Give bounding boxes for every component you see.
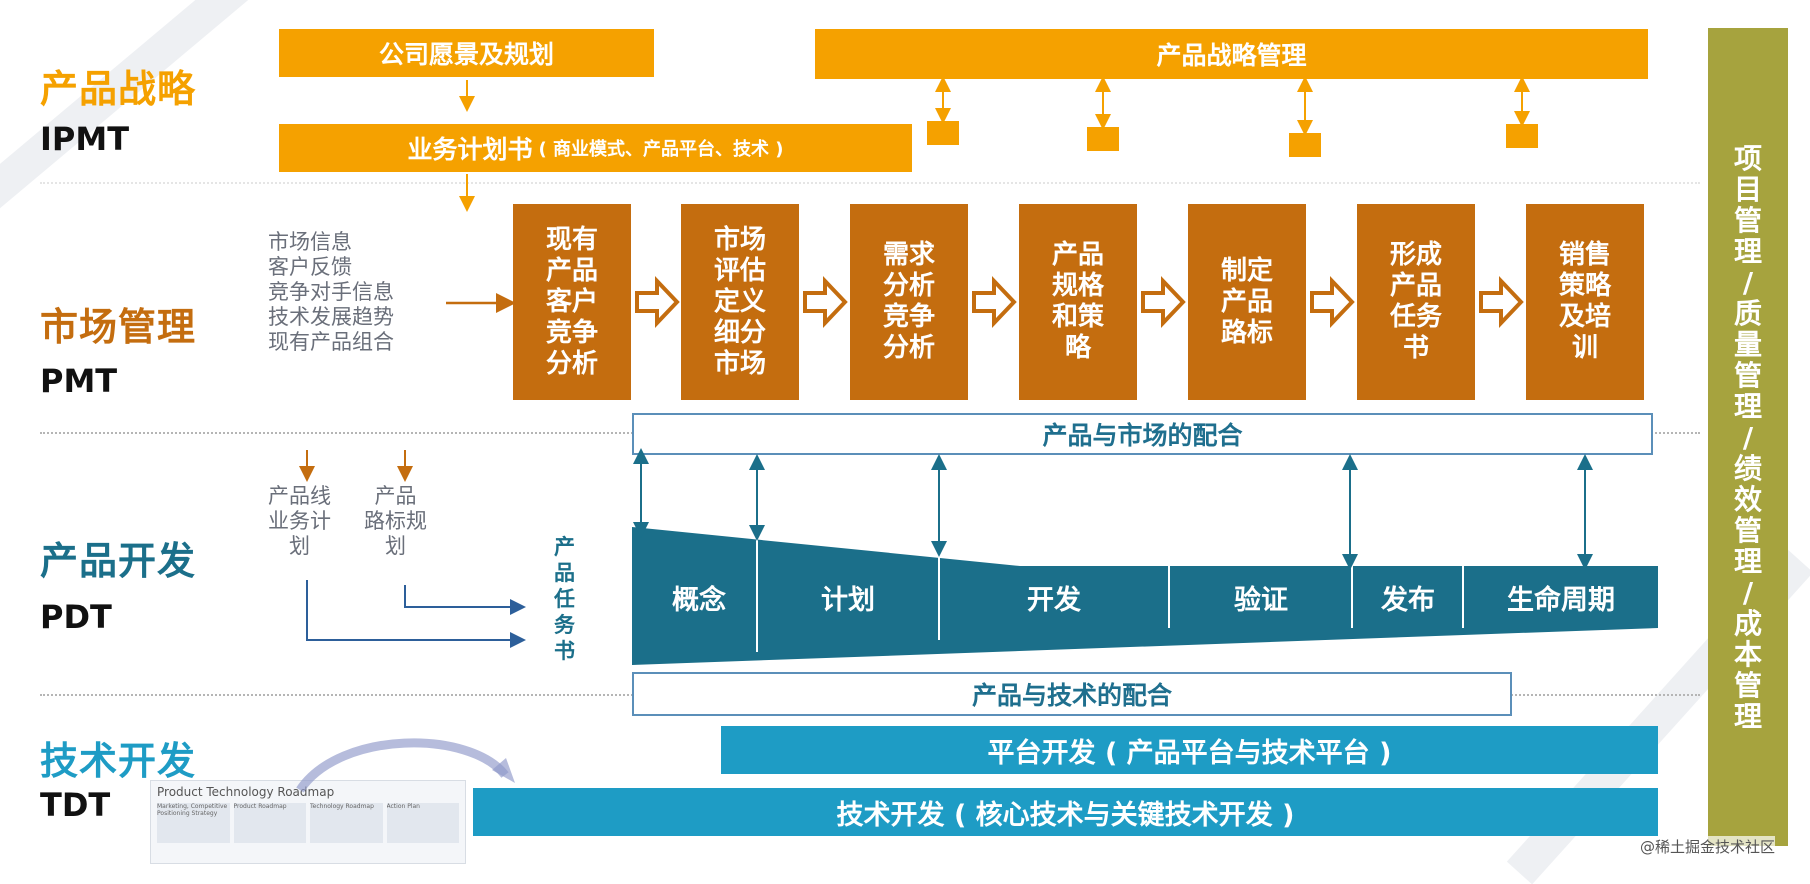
lane-title-strategy: 产品战略 [40, 67, 197, 111]
market-inputs: 市场信息 客户反馈 竞争对手信息 技术发展趋势 现有产品组合 [268, 230, 394, 354]
dev-input-roadmap-plan: 产品 路标规 划 [364, 484, 427, 558]
business-plan-sub: ( 商业模式、产品平台、技术 ) [538, 139, 784, 160]
phase-release: 发布 [1381, 584, 1435, 616]
business-plan-label: 业务计划书 [407, 135, 533, 164]
strategy-link-square [1289, 133, 1321, 157]
company-vision-box: 公司愿景及规划 [279, 29, 654, 77]
platform-dev-bar: 平台开发 ( 产品平台与技术平台 ) [721, 726, 1658, 774]
lane-code-strategy: IPMT [40, 120, 130, 158]
strategy-link-square [927, 121, 959, 145]
tech-fit-box: 产品与技术的配合 [632, 672, 1512, 716]
roadmap-thumbnail-title: Product Technology Roadmap [157, 785, 335, 799]
market-step-6: 形成 产品 任务 书 [1357, 204, 1475, 400]
lane-code-market: PMT [40, 362, 118, 400]
roadmap-thumbnail-col: Technology Roadmap [310, 803, 383, 843]
market-fit-box: 产品与市场的配合 [632, 413, 1653, 455]
roadmap-thumbnail-col: Action Plan [386, 803, 459, 843]
connector-overlay [296, 76, 1593, 793]
lane-title-dev: 产品开发 [40, 539, 197, 583]
phase-plan: 计划 [821, 584, 875, 616]
strategy-link-square [1087, 127, 1119, 151]
market-step-2: 市场 评估 定义 细分 市场 [681, 204, 799, 400]
phase-lifecycle: 生命周期 [1507, 584, 1615, 616]
business-plan-box: 业务计划书 ( 商业模式、产品平台、技术 ) [279, 124, 912, 172]
lane-title-market: 市场管理 [40, 305, 197, 349]
side-management-label: 项 目 管 理 / 质 量 管 理 / 绩 效 管 理 / 成 本 管 理 [1708, 28, 1788, 846]
market-step-4: 产品 规格 和策 略 [1019, 204, 1137, 400]
phase-concept: 概念 [672, 584, 726, 616]
phase-verify: 验证 [1234, 584, 1288, 616]
market-step-7: 销售 策略 及培 训 [1526, 204, 1644, 400]
core-tech-dev-bar: 技术开发 ( 核心技术与关键技术开发 ) [473, 788, 1658, 836]
dev-input-product-line-plan: 产品线 业务计 划 [268, 484, 331, 558]
phase-develop: 开发 [1027, 584, 1081, 616]
roadmap-thumbnail: Product Technology Roadmap Marketing, Co… [150, 780, 466, 864]
strategy-management-bar: 产品战略管理 [815, 29, 1648, 79]
roadmap-thumbnail-col: Marketing, Competitive Positioning Strat… [157, 803, 230, 843]
lane-code-dev: PDT [40, 598, 112, 636]
market-step-1: 现有 产品 客户 竞争 分析 [513, 204, 631, 400]
watermark: @稀土掘金技术社区 [1640, 836, 1776, 857]
market-step-3: 需求 分析 竞争 分析 [850, 204, 968, 400]
phase-funnel [632, 527, 1658, 665]
strategy-link-square [1506, 124, 1538, 148]
lane-code-tech: TDT [40, 786, 111, 824]
lane-title-tech: 技术开发 [40, 739, 197, 783]
task-book-label: 产 品 任 务 书 [554, 535, 575, 663]
market-step-5: 制定 产品 路标 [1188, 204, 1306, 400]
lane-separator [40, 182, 1700, 184]
roadmap-thumbnail-col: Product Roadmap [233, 803, 306, 843]
